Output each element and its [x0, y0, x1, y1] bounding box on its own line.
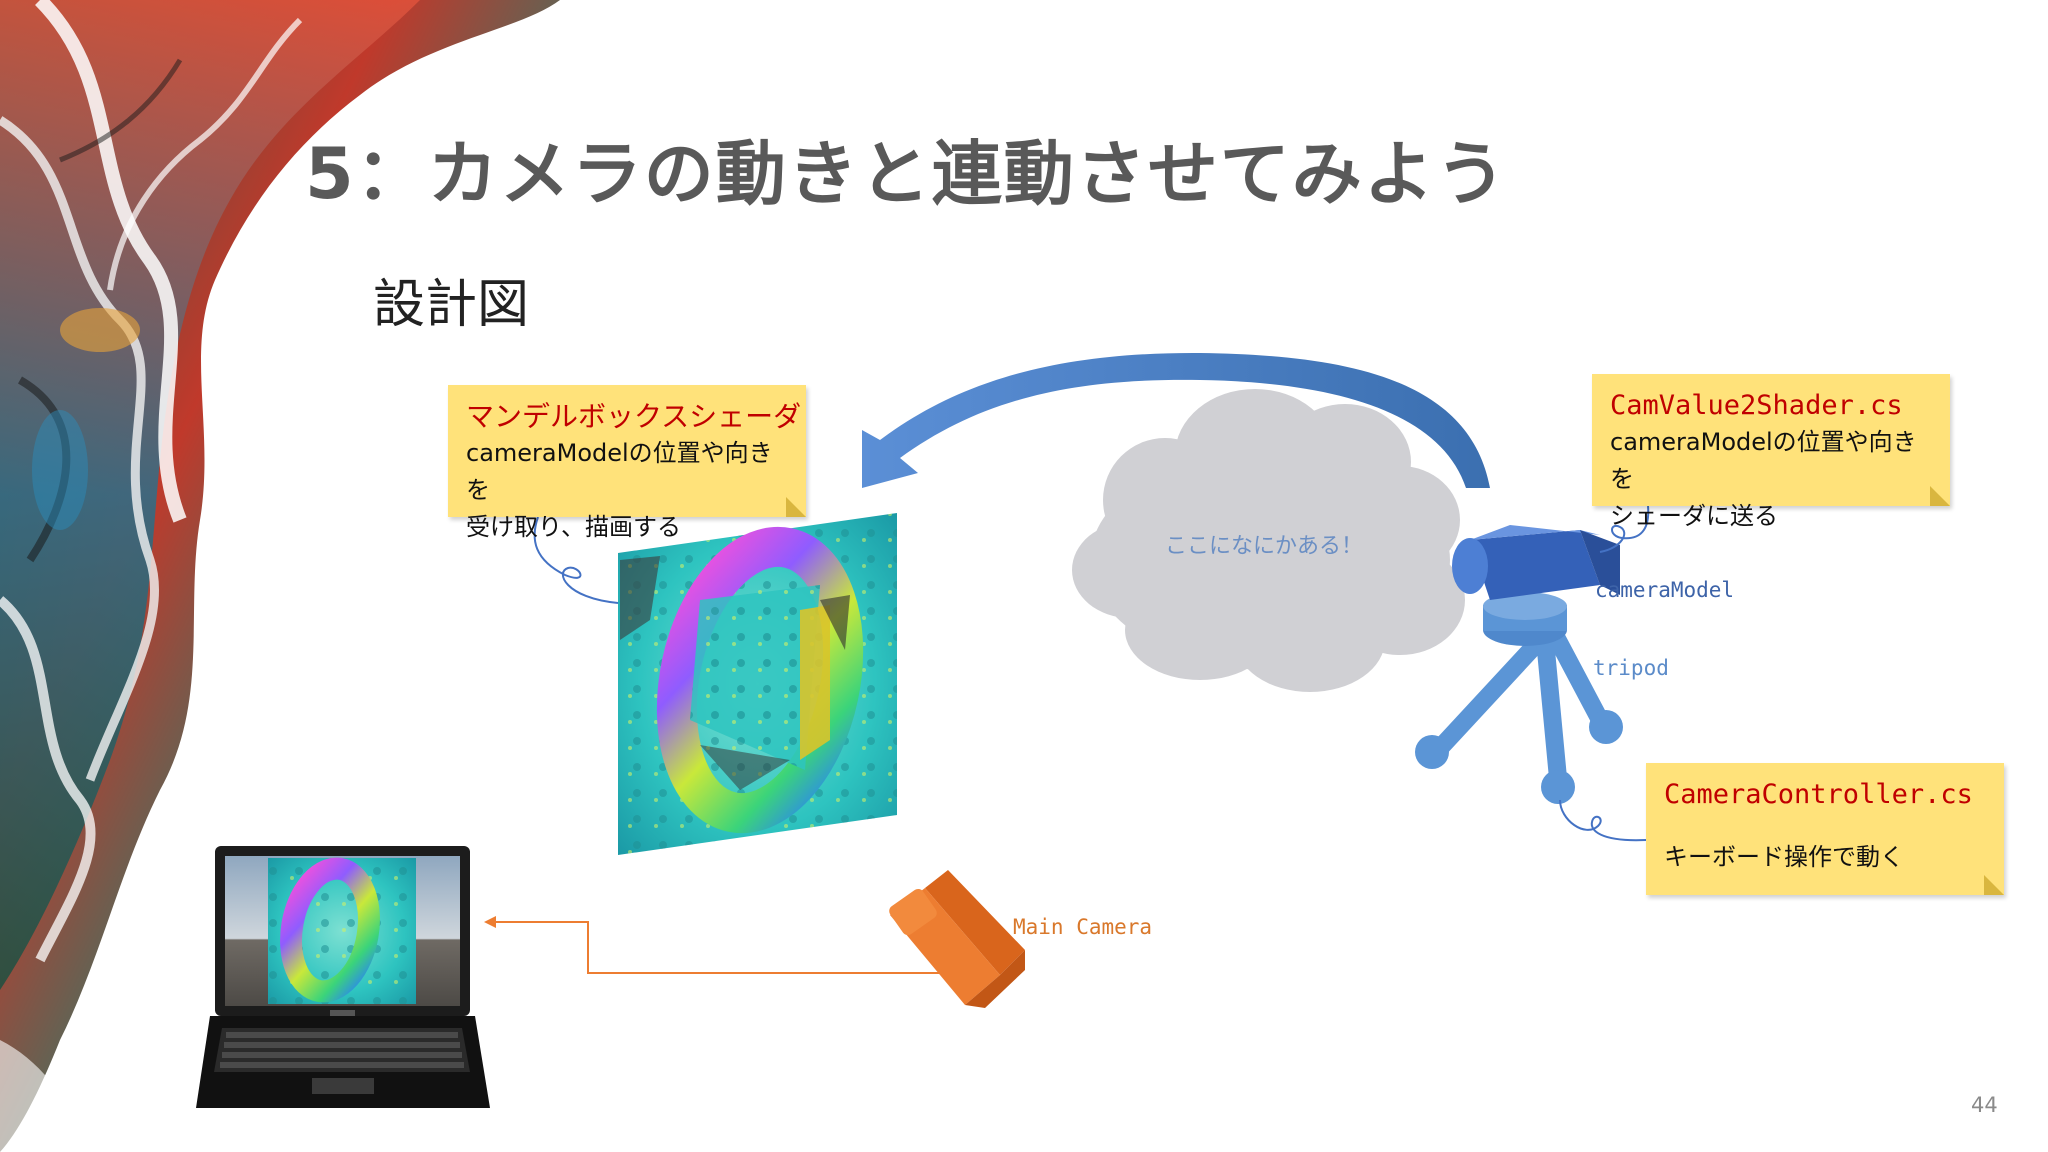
camera-model-icon — [1415, 525, 1623, 804]
note-fold — [1930, 486, 1950, 506]
note-fold — [1984, 875, 2004, 895]
decorative-marble-art — [0, 0, 560, 1152]
slide-subtitle: 設計図 — [373, 275, 530, 335]
note-camvalue-title: CamValue2Shader.cs — [1610, 390, 1903, 421]
note-shader-title: マンデルボックスシェーダ — [466, 400, 802, 433]
note-cameracontroller-body: キーボード操作で動く — [1664, 843, 1904, 871]
note-shader-body: cameraModelの位置や向きを 受け取り、描画する — [466, 439, 773, 541]
data-flow-arrow — [862, 352, 1490, 488]
note-mandelbox-shader: マンデルボックスシェーダ cameraModelの位置や向きを 受け取り、描画す… — [448, 385, 806, 541]
note-cameracontroller-title: CameraController.cs — [1664, 779, 1973, 810]
cloud-shape — [1072, 389, 1465, 692]
laptop-icon — [196, 846, 490, 1108]
note-fold — [786, 497, 806, 517]
connector-camvalue — [1599, 505, 1650, 553]
note-camvalue2shader: CamValue2Shader.cs cameraModelの位置や向きを シェ… — [1592, 374, 1950, 530]
note-camvalue-body: cameraModelの位置や向きを シェーダに送る — [1610, 428, 1917, 530]
tripod-label: tripod — [1593, 656, 1669, 680]
cloud-label: ここになにかある！ — [1165, 534, 1364, 559]
render-output-arrow — [484, 916, 940, 974]
connector-shader — [533, 516, 619, 604]
connector-cameracontroller — [1559, 799, 1647, 842]
main-camera-icon — [889, 870, 1025, 1008]
note-cameracontroller: CameraController.cs キーボード操作で動く — [1646, 763, 2004, 895]
page-number: 44 — [1971, 1093, 1998, 1117]
mandelbox-render-panel — [618, 513, 897, 855]
main-camera-label: Main Camera — [1013, 915, 1153, 939]
slide-title: 5：カメラの動きと連動させてみよう — [305, 133, 1508, 215]
camera-model-label: cameraModel — [1595, 578, 1735, 602]
